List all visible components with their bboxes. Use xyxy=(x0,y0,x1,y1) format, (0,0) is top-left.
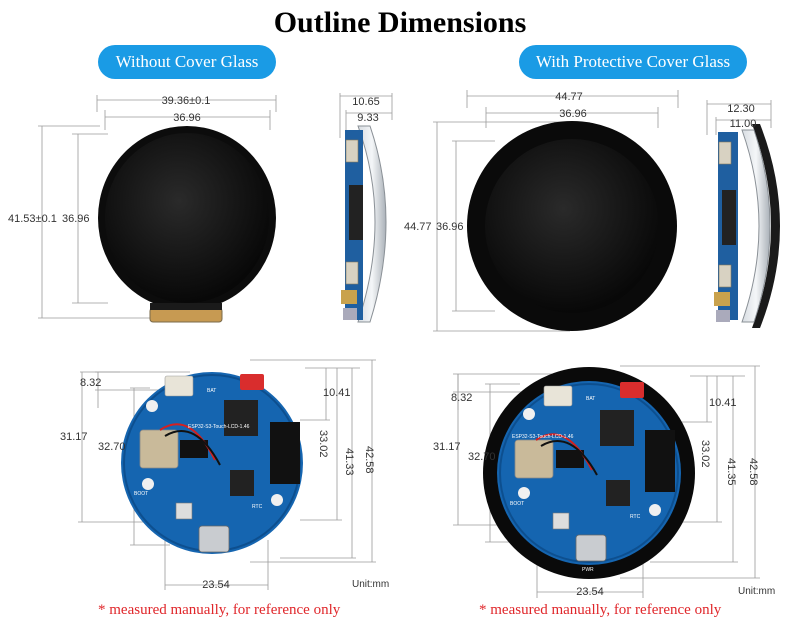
right-unit-label: Unit:mm xyxy=(738,586,775,597)
left-front-outer-width: 39.36±0.1 xyxy=(162,95,211,107)
left-reference-note: * measured manually, for reference only xyxy=(98,602,341,618)
left-back-right-height-1: 33.02 xyxy=(317,430,329,458)
right-back-height-2: 32.70 xyxy=(468,451,496,463)
left-back-view: ESP32-S3-Touch-LCD-1.46 BAT RTC BOOT PWR… xyxy=(60,359,389,591)
right-pcb-boot-label: BOOT xyxy=(510,501,524,507)
left-back-bottom-width: 23.54 xyxy=(202,579,230,591)
right-front-outer-height: 44.77 xyxy=(404,221,432,233)
right-back-right-height-1: 33.02 xyxy=(699,440,711,468)
left-pcb-boot-label: BOOT xyxy=(134,491,148,497)
right-back-top-offset: 8.32 xyxy=(451,392,472,404)
right-pcb-rtc-label: RTC xyxy=(630,514,641,520)
right-back-right-height-2: 41.35 xyxy=(725,458,737,486)
left-front-outer-height: 41.53±0.1 xyxy=(8,213,57,225)
left-pcb-bat-label: BAT xyxy=(207,388,216,394)
right-reference-note: * measured manually, for reference only xyxy=(479,602,722,618)
right-front-view: 44.77 36.96 44.77 36.96 xyxy=(404,90,679,332)
left-back-right-height-2: 41.33 xyxy=(343,448,355,476)
right-pcb-pwr-label: PWR xyxy=(582,567,594,573)
left-side-view: 10.65 9.33 xyxy=(339,93,393,323)
right-pcb-bat-label: BAT xyxy=(586,396,595,402)
right-front-inner-width: 36.96 xyxy=(559,108,587,120)
right-back-right-height-3: 42.58 xyxy=(747,458,759,486)
label-without-cover-glass: Without Cover Glass xyxy=(98,45,276,79)
left-front-inner-height: 36.96 xyxy=(62,213,90,225)
left-back-top-offset: 8.32 xyxy=(80,377,101,389)
left-side-inner-thickness: 9.33 xyxy=(357,112,378,124)
right-front-inner-height: 36.96 xyxy=(436,221,464,233)
right-pcb-model-label: ESP32-S3-Touch-LCD-1.46 xyxy=(512,434,574,440)
left-pcb-pwr-label: PWR xyxy=(204,558,216,564)
right-back-right-width: 10.41 xyxy=(709,397,737,409)
right-side-outer-thickness: 12.30 xyxy=(727,103,755,115)
left-front-view: 39.36±0.1 36.96 41.53±0.1 36.96 xyxy=(8,95,277,323)
right-side-inner-thickness: 11.00 xyxy=(730,118,757,130)
left-pcb-rtc-label: RTC xyxy=(252,504,263,510)
right-back-view: ESP32-S3-Touch-LCD-1.46 BAT RTC BOOT PWR… xyxy=(433,365,775,598)
left-front-inner-width: 36.96 xyxy=(173,112,201,124)
right-back-height-1: 31.17 xyxy=(433,441,461,453)
left-pcb-model-label: ESP32-S3-Touch-LCD-1.46 xyxy=(188,424,250,430)
right-side-view: 12.30 11.00 xyxy=(706,100,780,328)
page-title: Outline Dimensions xyxy=(273,6,527,39)
left-unit-label: Unit:mm xyxy=(352,579,389,590)
label-with-protective-cover-glass: With Protective Cover Glass xyxy=(519,45,747,79)
left-back-right-height-3: 42.58 xyxy=(363,446,375,474)
left-back-height-2: 32.70 xyxy=(98,441,126,453)
left-back-right-width: 10.41 xyxy=(323,387,351,399)
left-side-outer-thickness: 10.65 xyxy=(352,96,380,108)
left-back-height-1: 31.17 xyxy=(60,431,88,443)
right-back-bottom-width: 23.54 xyxy=(576,586,604,598)
right-front-outer-width: 44.77 xyxy=(555,91,583,103)
